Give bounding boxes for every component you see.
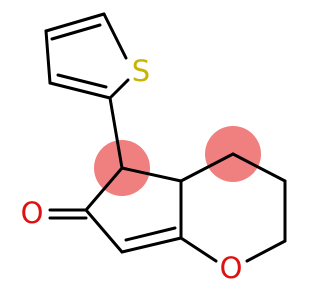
bond-c4-c3p xyxy=(231,152,287,183)
bond-c6-c7 xyxy=(84,208,124,254)
bond-c5-c4-double xyxy=(50,23,102,41)
bond-c4a-c5 xyxy=(120,166,183,183)
bond-s-c5 xyxy=(102,12,128,60)
bond-lines xyxy=(44,12,287,263)
bond-c7-c7a-double xyxy=(124,226,177,242)
bond-c2p-o xyxy=(245,239,287,263)
structure-canvas: S O O xyxy=(21,12,287,285)
bond-c4-c3 xyxy=(44,29,52,85)
bond-c2-s xyxy=(108,78,130,100)
bond-thiophene-link xyxy=(108,96,124,170)
bond-c4a-c4 xyxy=(179,152,235,183)
bond-c3-c2-double xyxy=(56,73,108,89)
ring-oxygen-label: O xyxy=(220,251,243,285)
bond-c3-c2 xyxy=(48,81,112,100)
bond-c5a-c6 xyxy=(84,166,124,212)
bond-c7-c7a xyxy=(120,236,183,254)
sulfur-atom-label: S xyxy=(132,54,150,88)
carbonyl-oxygen-label: O xyxy=(21,196,44,230)
bond-c5-c4 xyxy=(44,12,106,33)
bond-o-c7a xyxy=(179,236,218,263)
molecule-diagram: S O O xyxy=(21,12,287,285)
